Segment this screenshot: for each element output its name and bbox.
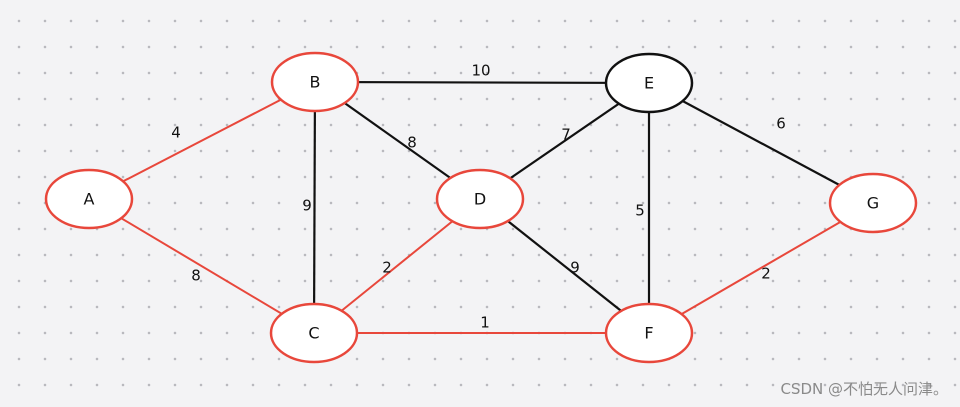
node-g-shape — [828, 172, 918, 234]
node-b-label: B — [310, 73, 321, 92]
node-e: E — [604, 52, 694, 114]
node-d-label: D — [474, 190, 486, 209]
edge-weight-e-f: 5 — [635, 202, 645, 220]
edge-b-c — [312, 81, 317, 334]
node-c: C — [269, 302, 359, 364]
node-c-label: C — [308, 324, 319, 343]
edge-weight-b-e: 10 — [471, 62, 490, 80]
node-e-label: E — [644, 74, 654, 93]
node-b-shape — [270, 51, 360, 113]
edge-weight-a-c: 8 — [191, 267, 201, 285]
edge-a-b — [88, 81, 316, 200]
nodes-layer: A B C D E F G — [44, 51, 918, 364]
node-a-label: A — [84, 190, 95, 209]
edge-weight-d-f: 9 — [570, 259, 580, 277]
node-a: A — [44, 168, 134, 230]
node-d: D — [435, 168, 525, 230]
edge-g-f — [648, 202, 874, 334]
edge-e-g — [648, 82, 874, 204]
edge-a-c — [88, 198, 315, 334]
node-g: G — [828, 172, 918, 234]
node-d-shape — [435, 168, 525, 230]
edge-weight-c-d: 2 — [382, 259, 392, 277]
node-f: F — [604, 302, 694, 364]
edge-weights-layer: 4 8 10 8 9 2 1 7 9 5 6 2 — [171, 62, 786, 332]
node-b: B — [270, 51, 360, 113]
edge-weight-g-f: 2 — [761, 265, 771, 283]
node-g-label: G — [867, 194, 879, 213]
edge-weight-a-b: 4 — [171, 124, 181, 142]
node-e-shape — [604, 52, 694, 114]
edge-b-e — [314, 80, 650, 85]
node-c-shape — [269, 302, 359, 364]
node-f-shape — [604, 302, 694, 364]
edge-weight-e-g: 6 — [776, 115, 786, 133]
edge-weight-c-f: 1 — [480, 314, 490, 332]
watermark: CSDN @不怕无人问津。 — [780, 380, 948, 398]
edge-weight-b-c: 9 — [302, 197, 312, 215]
node-a-shape — [44, 168, 134, 230]
edge-weight-d-e: 7 — [561, 126, 571, 144]
edge-weight-b-d: 8 — [407, 134, 417, 152]
node-f-label: F — [644, 324, 653, 343]
